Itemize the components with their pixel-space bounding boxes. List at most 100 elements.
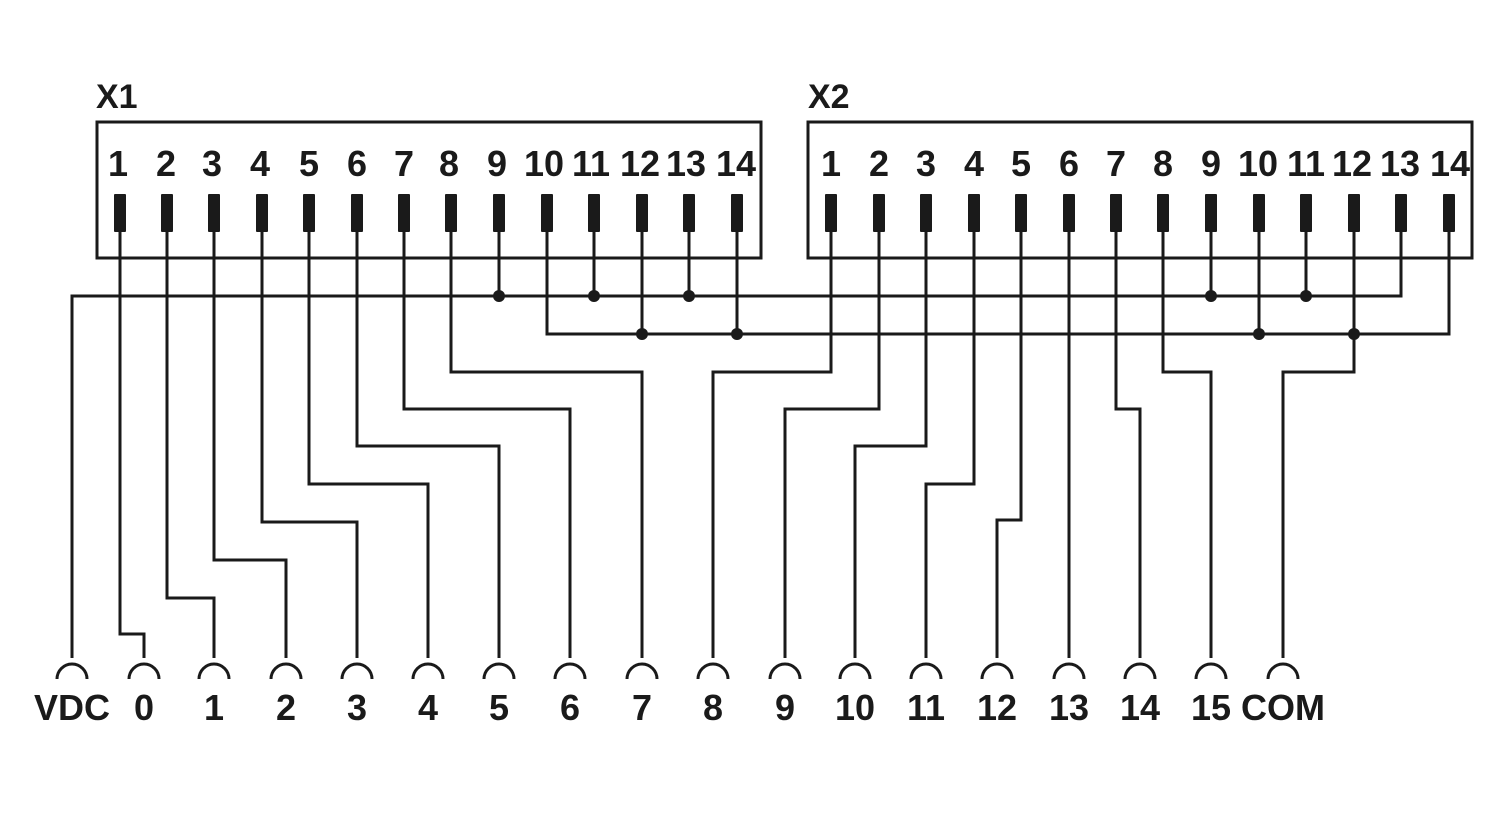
terminal-symbol [696, 662, 730, 680]
x2-pin-contact [873, 194, 885, 232]
terminal-symbol [482, 662, 516, 680]
wires [70, 232, 1451, 658]
junction-dot [1253, 328, 1265, 340]
x1-pin-14: 14 [716, 143, 756, 232]
x2-pin-contact [968, 194, 980, 232]
terminal-symbol [1194, 662, 1228, 680]
x1-pin-number: 4 [250, 143, 270, 184]
terminal-12: 12 [977, 662, 1017, 728]
junction-dot [683, 290, 695, 302]
x1-pin-6: 6 [347, 143, 367, 232]
x2-pin-number: 7 [1106, 143, 1126, 184]
x1-pin-number: 11 [572, 143, 610, 184]
connector-x1-label: X1 [96, 78, 138, 116]
junction-dot [731, 328, 743, 340]
x2-pin-contact [1300, 194, 1312, 232]
terminal-5: 5 [482, 662, 516, 728]
terminal-label: 0 [134, 687, 154, 728]
terminal-10: 10 [835, 662, 875, 728]
x1-pin-10: 10 [524, 143, 564, 232]
x1-pin-number: 10 [524, 143, 564, 184]
x1-pin-1: 1 [108, 143, 128, 232]
terminal-3: 3 [340, 662, 374, 728]
terminal-label: VDC [34, 687, 110, 728]
terminal-symbol [55, 662, 89, 680]
terminal-label: 10 [835, 687, 875, 728]
x2-pin-number: 2 [869, 143, 889, 184]
x2-pin-number: 11 [1287, 143, 1325, 184]
terminal-11: 11 [907, 662, 945, 728]
wire-x2-8 [1161, 232, 1213, 658]
x2-pin-number: 13 [1380, 143, 1420, 184]
x2-pin-10: 10 [1238, 143, 1278, 232]
terminal-symbol [1123, 662, 1157, 680]
x1-pin-contact [351, 194, 363, 232]
x1-pin-13: 13 [666, 143, 706, 232]
x1-pin-3: 3 [202, 143, 222, 232]
x2-pin-5: 5 [1011, 143, 1031, 232]
terminal-label: 4 [418, 687, 438, 728]
terminal-symbol [625, 662, 659, 680]
terminal-1: 1 [197, 662, 231, 728]
x1-pin-contact [493, 194, 505, 232]
x2-pin-contact [1395, 194, 1407, 232]
wire-x1-4 [260, 232, 359, 658]
x1-pin-12: 12 [620, 143, 660, 232]
terminal-label: 12 [977, 687, 1017, 728]
terminal-symbol [411, 662, 445, 680]
junction-dot [1348, 328, 1360, 340]
terminal-symbol [127, 662, 161, 680]
terminal-symbol [340, 662, 374, 680]
x1-pin-contact [256, 194, 268, 232]
x1-pin-11: 11 [572, 143, 610, 232]
x1-pin-number: 6 [347, 143, 367, 184]
terminal-4: 4 [411, 662, 445, 728]
x1-pin-number: 8 [439, 143, 459, 184]
terminal-label: COM [1241, 687, 1325, 728]
x2-pin-3: 3 [916, 143, 936, 232]
x2-pin-number: 8 [1153, 143, 1173, 184]
terminal-9: 9 [768, 662, 802, 728]
terminal-label: 5 [489, 687, 509, 728]
x1-pin-number: 1 [108, 143, 128, 184]
x1-pin-contact [445, 194, 457, 232]
terminal-symbol [197, 662, 231, 680]
terminal-8: 8 [696, 662, 730, 728]
wire-x2-2 [783, 232, 881, 658]
x1-pin-contact [636, 194, 648, 232]
x2-pin-number: 6 [1059, 143, 1079, 184]
x2-pin-number: 5 [1011, 143, 1031, 184]
x2-pin-8: 8 [1153, 143, 1173, 232]
x2-pin-contact [1253, 194, 1265, 232]
x2-pin-contact [825, 194, 837, 232]
x1-pin-contact [588, 194, 600, 232]
wire-x2-1 [711, 232, 833, 658]
terminal-symbol [1266, 662, 1300, 680]
x2-pin-14: 14 [1430, 143, 1470, 232]
x1-pin-5: 5 [299, 143, 319, 232]
terminal-symbol [768, 662, 802, 680]
x2-pin-number: 3 [916, 143, 936, 184]
junction-dot [588, 290, 600, 302]
terminal-label: 2 [276, 687, 296, 728]
terminal-7: 7 [625, 662, 659, 728]
x2-pin-1: 1 [821, 143, 841, 232]
junctions [493, 290, 1360, 340]
terminal-14: 14 [1120, 662, 1160, 728]
terminal-label: 6 [560, 687, 580, 728]
terminal-label: 9 [775, 687, 795, 728]
terminal-label: 8 [703, 687, 723, 728]
x2-pin-contact [1205, 194, 1217, 232]
x2-pin-contact [1015, 194, 1027, 232]
wire-x1-7 [402, 232, 572, 658]
x2-pin-12: 12 [1332, 143, 1372, 232]
x2-pin-number: 1 [821, 143, 841, 184]
x2-pin-contact [1348, 194, 1360, 232]
x1-pin-number: 7 [394, 143, 414, 184]
wire-x2-3 [853, 232, 928, 658]
wire-x1-5 [307, 232, 430, 658]
x1-pin-contact [208, 194, 220, 232]
wire-x2-4 [924, 232, 976, 658]
